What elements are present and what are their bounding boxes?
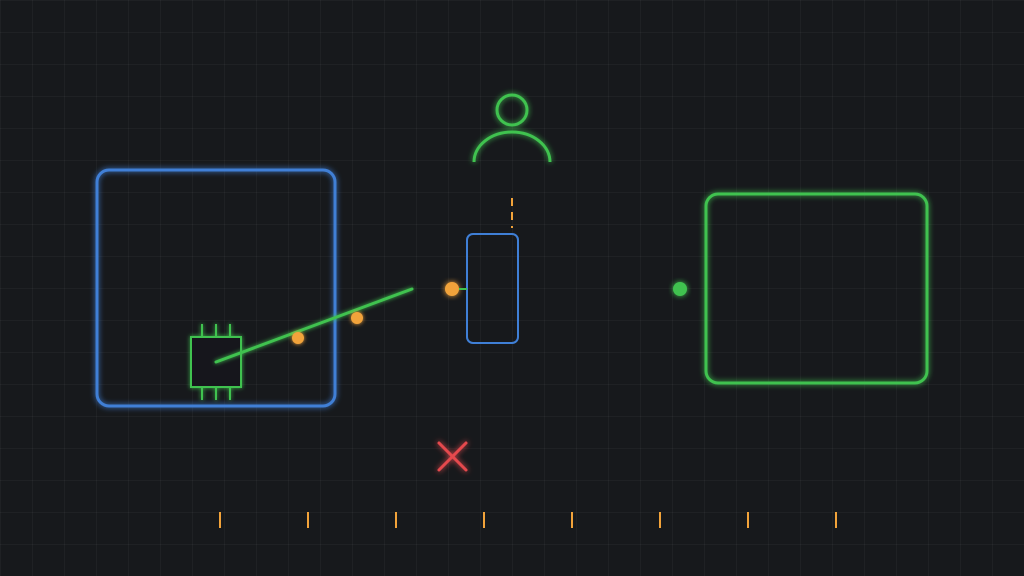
switch-block-icon bbox=[466, 233, 519, 344]
target-document-panel bbox=[704, 192, 929, 385]
timeline bbox=[140, 512, 880, 528]
x-mark-icon bbox=[437, 441, 468, 472]
timeline-ticks bbox=[219, 512, 837, 528]
source-panel-lines bbox=[122, 199, 320, 361]
user-icon bbox=[472, 93, 552, 163]
target-panel-frame bbox=[704, 192, 929, 385]
source-panel-frame bbox=[95, 168, 337, 408]
packet-dot-2 bbox=[351, 312, 363, 324]
target-panel-lines bbox=[730, 221, 896, 339]
junction-node bbox=[445, 282, 459, 296]
packet-dot-1 bbox=[292, 332, 304, 344]
target-connector-node bbox=[673, 282, 687, 296]
chip-to-gate-line bbox=[214, 287, 414, 364]
